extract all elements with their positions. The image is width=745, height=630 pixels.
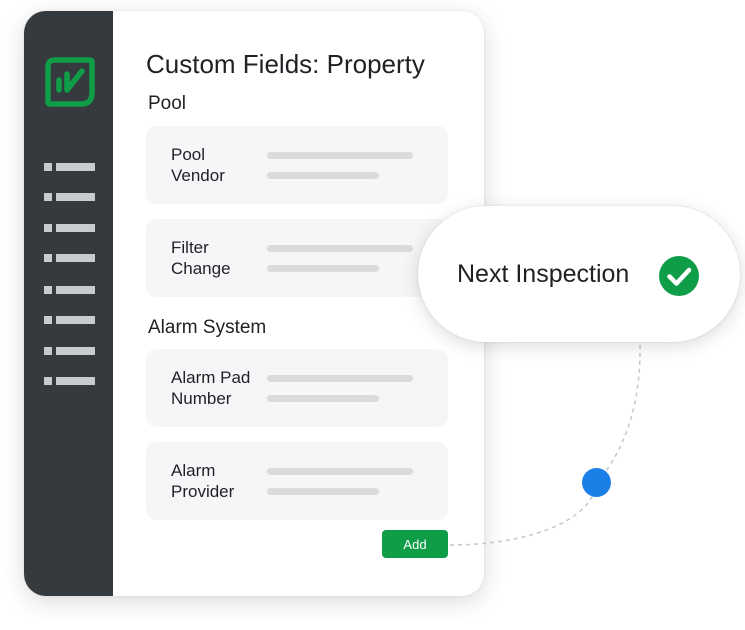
field-value-placeholder (267, 245, 413, 252)
field-card-filter-change[interactable]: Filter Change (146, 219, 448, 297)
page-title: Custom Fields: Property (146, 49, 425, 79)
list-item-icon (44, 163, 52, 171)
field-value-placeholder (267, 375, 413, 382)
sidebar-item-7[interactable] (44, 347, 96, 355)
app-window: Custom Fields: Property Pool Pool Vendor… (24, 11, 484, 596)
sidebar (24, 11, 113, 596)
field-card-pool-vendor[interactable]: Pool Vendor (146, 126, 448, 204)
leaf-logo-icon[interactable] (45, 57, 95, 107)
field-value-placeholder (267, 488, 379, 495)
sidebar-item-8[interactable] (44, 377, 96, 385)
section-title-pool: Pool (148, 93, 187, 114)
list-item-icon (44, 316, 52, 324)
field-label: Alarm Provider (171, 461, 235, 501)
sidebar-item-3[interactable] (44, 224, 96, 232)
main-content: Custom Fields: Property Pool Pool Vendor… (113, 11, 484, 596)
list-item-icon (44, 254, 52, 262)
sidebar-item-5[interactable] (44, 286, 96, 294)
sidebar-item-1[interactable] (44, 163, 96, 171)
list-item-icon (44, 377, 52, 385)
field-value-placeholder (267, 152, 413, 159)
field-label: Filter Change (171, 238, 231, 278)
section-title-alarm-system: Alarm System (148, 317, 267, 338)
field-value-placeholder (267, 395, 379, 402)
list-item-icon (44, 224, 52, 232)
field-value-placeholder (267, 172, 379, 179)
list-item-icon (44, 193, 52, 201)
callout-label: Next Inspection (457, 260, 630, 288)
sidebar-item-4[interactable] (44, 254, 96, 262)
field-card-alarm-pad-number[interactable]: Alarm Pad Number (146, 349, 448, 427)
check-circle-icon (659, 256, 699, 296)
field-card-alarm-provider[interactable]: Alarm Provider (146, 442, 448, 520)
list-item-icon (44, 347, 52, 355)
field-value-placeholder (267, 468, 413, 475)
field-label: Pool Vendor (171, 145, 225, 185)
field-label: Alarm Pad Number (171, 368, 251, 408)
field-value-placeholder (267, 265, 379, 272)
sidebar-item-2[interactable] (44, 193, 96, 201)
connector-dot (582, 468, 611, 497)
next-inspection-callout: Next Inspection (418, 206, 740, 342)
sidebar-item-6[interactable] (44, 316, 96, 324)
list-item-icon (44, 286, 52, 294)
add-button[interactable]: Add (382, 530, 448, 558)
